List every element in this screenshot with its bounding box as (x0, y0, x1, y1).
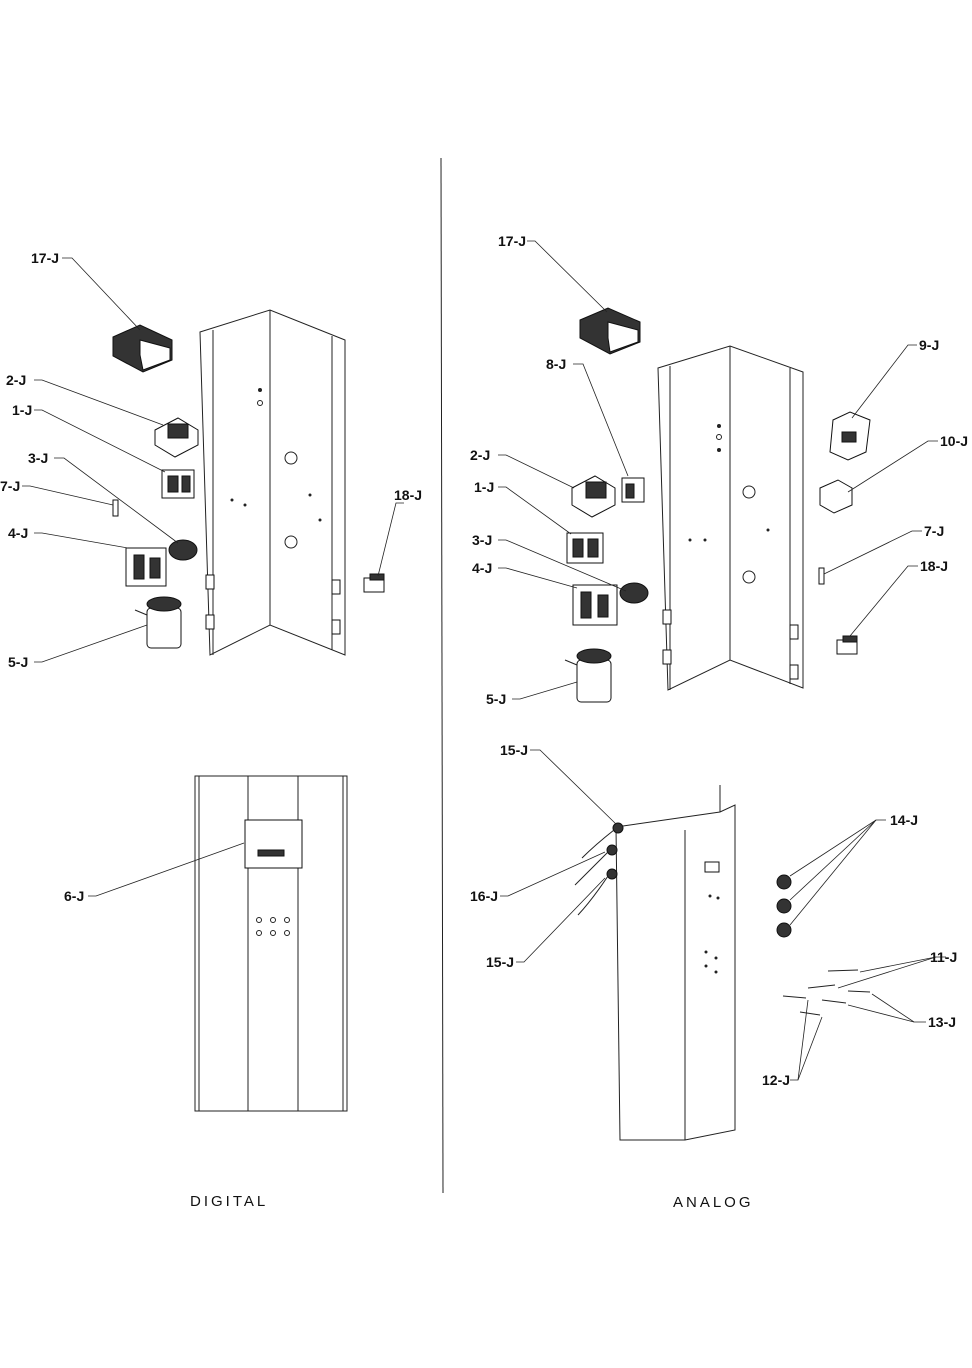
knob-set-14 (776, 874, 792, 938)
callout-6-digital: 6-J (64, 888, 84, 904)
transformer-2-digital (154, 417, 199, 458)
callout-5-analog: 5-J (486, 691, 506, 707)
callout-7-analog: 7-J (924, 523, 944, 539)
module-10-analog (819, 479, 853, 514)
digital-control-panel (199, 309, 346, 656)
callout-3-analog: 3-J (472, 532, 492, 548)
fuse-7-analog (818, 567, 825, 585)
thermostat-15b (577, 868, 618, 916)
section-title-analog: ANALOG (673, 1194, 754, 1211)
buzzer-18-analog (836, 635, 858, 655)
transformer-2-analog (571, 475, 616, 518)
callout-10-analog: 10-J (940, 433, 968, 449)
indicator-pins (782, 969, 871, 1016)
callout-12-analog: 12-J (762, 1072, 790, 1088)
buzzer-18-digital (363, 573, 385, 593)
callout-8-analog: 8-J (546, 356, 566, 372)
switch-3-digital (168, 539, 198, 561)
callout-4-digital: 4-J (8, 525, 28, 541)
callout-15b-analog: 15-J (486, 954, 514, 970)
contactor-1-analog (566, 532, 604, 564)
callout-18-digital: 18-J (394, 487, 422, 503)
section-title-digital: DIGITAL (190, 1193, 268, 1210)
callout-4-analog: 4-J (472, 560, 492, 576)
callout-11-analog: 11-J (930, 949, 957, 965)
callout-16-analog: 16-J (470, 888, 498, 904)
thermostat-15a (581, 822, 624, 859)
callout-2-digital: 2-J (6, 372, 26, 388)
timer-4-analog (572, 584, 618, 626)
callout-17-analog: 17-J (498, 233, 526, 249)
timer-4-digital (125, 547, 167, 587)
callout-14-analog: 14-J (890, 812, 918, 828)
callout-13-analog: 13-J (928, 1014, 956, 1030)
board-9-analog (829, 411, 871, 461)
analog-control-panel (657, 345, 804, 691)
control-board-6 (244, 819, 303, 869)
contactor-1-digital (161, 469, 195, 499)
relay-17-digital (112, 324, 173, 373)
callout-18-analog: 18-J (920, 558, 948, 574)
callout-9-analog: 9-J (919, 337, 939, 353)
digital-back-panel (194, 775, 348, 1112)
callout-2-analog: 2-J (470, 447, 490, 463)
callout-1-digital: 1-J (12, 402, 32, 418)
callout-7-digital: 7-J (0, 478, 20, 494)
relay-17-analog (579, 307, 641, 355)
callout-1-analog: 1-J (474, 479, 494, 495)
callout-3-digital: 3-J (28, 450, 48, 466)
switch-3-analog (619, 582, 649, 604)
capacitor-5-digital (134, 596, 182, 649)
digital-leaders (22, 257, 404, 897)
callout-5-digital: 5-J (8, 654, 28, 670)
callout-17-digital: 17-J (31, 250, 59, 266)
capacitor-5-analog (564, 648, 612, 703)
section-divider (440, 157, 444, 1194)
relay-8-analog (621, 477, 645, 503)
analog-leaders (498, 240, 946, 1081)
thermostat-16 (574, 844, 618, 886)
fuse-7-digital (112, 499, 119, 517)
callout-15a-analog: 15-J (500, 742, 528, 758)
analog-front-panel (615, 785, 736, 1141)
